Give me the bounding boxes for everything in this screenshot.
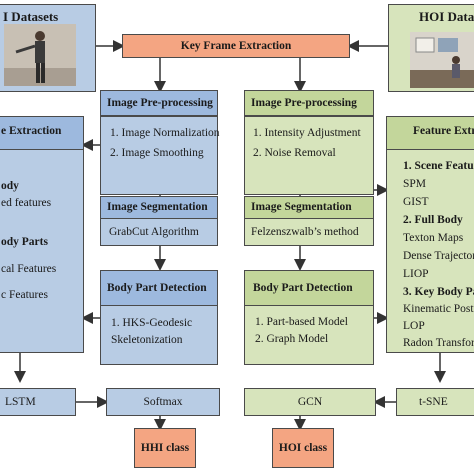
- right-feature-line-11: Radon Transfor: [403, 337, 474, 349]
- right-feature-line-6: Dense Trajector: [403, 250, 474, 262]
- key-frame-extraction-box: Key Frame Extraction: [122, 34, 350, 58]
- left-bpd-item-1: 1. HKS-Geodesic: [111, 317, 193, 329]
- right-segmentation-title: Image Segmentation: [251, 201, 352, 213]
- right-feature-body: 1. Scene Featur SPM GIST 2. Full Body Te…: [386, 149, 474, 353]
- left-bpd-title: Body Part Detection: [107, 282, 207, 294]
- left-feature-line-3: ody Parts: [1, 236, 48, 248]
- right-feature-line-3: GIST: [403, 196, 429, 208]
- left-feature-line-2: ed features: [1, 197, 52, 209]
- right-feature-line-5: Texton Maps: [403, 232, 464, 244]
- gcn-label: GCN: [297, 396, 323, 408]
- right-segmentation-box: Felzenszwalb’s method: [244, 218, 374, 246]
- hoi-class-label: HOI class: [278, 442, 328, 454]
- left-bpd-header: Body Part Detection: [100, 270, 218, 306]
- right-feature-line-9: Kinematic Postu: [403, 303, 474, 315]
- right-bpd-header: Body Part Detection: [244, 270, 374, 306]
- right-preprocessing-header: Image Pre-processing: [244, 90, 374, 116]
- hhi-class-box: HHI class: [134, 428, 196, 468]
- tsne-box: t-SNE: [396, 388, 474, 416]
- left-preprocessing-item-2: 2. Image Smoothing: [110, 147, 204, 159]
- softmax-box: Softmax: [106, 388, 220, 416]
- left-preprocessing-body: 1. Image Normalization 2. Image Smoothin…: [100, 116, 220, 195]
- left-preprocessing-title: Image Pre-processing: [107, 97, 213, 109]
- right-preprocessing-item-1: 1. Intensity Adjustment: [253, 127, 361, 139]
- left-feature-header: e Extraction: [0, 116, 84, 150]
- right-feature-title: Feature Extra: [413, 125, 474, 137]
- left-bpd-body: 1. HKS-Geodesic Skeletonization: [100, 305, 218, 365]
- right-segmentation-method: Felzenszwalb’s method: [251, 226, 359, 238]
- right-bpd-body: 1. Part-based Model 2. Graph Model: [244, 305, 374, 365]
- right-feature-line-2: SPM: [403, 178, 427, 190]
- right-bpd-item-1: 1. Part-based Model: [255, 316, 348, 328]
- right-feature-line-8: 3. Key Body Pa: [403, 286, 474, 298]
- right-preprocessing-body: 1. Intensity Adjustment 2. Noise Removal: [244, 116, 374, 195]
- left-feature-title: e Extraction: [1, 125, 62, 137]
- person-photo-icon: [4, 24, 76, 86]
- hhi-class-label: HHI class: [140, 442, 190, 454]
- right-bpd-title: Body Part Detection: [253, 282, 353, 294]
- gcn-box: GCN: [244, 388, 376, 416]
- right-segmentation-header: Image Segmentation: [244, 196, 374, 219]
- right-feature-line-10: LOP: [403, 320, 425, 332]
- left-bpd-item-2: Skeletonization: [111, 334, 183, 346]
- hoi-datasets-title: HOI Datas: [419, 9, 474, 24]
- left-preprocessing-header: Image Pre-processing: [100, 90, 218, 116]
- left-feature-body: ody ed features ody Parts cal Features c…: [0, 149, 84, 353]
- room-photo-icon: [410, 32, 474, 88]
- left-segmentation-header: Image Segmentation: [100, 196, 218, 219]
- softmax-label: Softmax: [143, 396, 183, 408]
- left-feature-line-1: ody: [1, 180, 19, 192]
- key-frame-extraction-title: Key Frame Extraction: [180, 40, 292, 52]
- left-segmentation-method: GrabCut Algorithm: [109, 226, 199, 238]
- right-feature-header: Feature Extra: [386, 116, 474, 150]
- tsne-label: t-SNE: [419, 396, 448, 408]
- right-feature-line-7: LIOP: [403, 268, 429, 280]
- right-bpd-item-2: 2. Graph Model: [255, 333, 329, 345]
- hoi-class-box: HOI class: [272, 428, 334, 468]
- right-feature-line-1: 1. Scene Featur: [403, 160, 474, 172]
- left-segmentation-header-title: Image Segmentation: [107, 201, 208, 213]
- right-preprocessing-item-2: 2. Noise Removal: [253, 147, 336, 159]
- lstm-label: LSTM: [5, 396, 36, 408]
- hhi-datasets-title: I Datasets: [3, 9, 59, 24]
- right-preprocessing-title: Image Pre-processing: [251, 97, 357, 109]
- left-preprocessing-item-1: 1. Image Normalization: [110, 127, 220, 139]
- left-feature-line-5: c Features: [1, 289, 48, 301]
- left-segmentation-box: Image Segmentation GrabCut Algorithm: [100, 206, 218, 246]
- left-feature-line-4: cal Features: [1, 263, 57, 275]
- right-feature-line-4: 2. Full Body: [403, 214, 463, 226]
- lstm-box: LSTM: [0, 388, 76, 416]
